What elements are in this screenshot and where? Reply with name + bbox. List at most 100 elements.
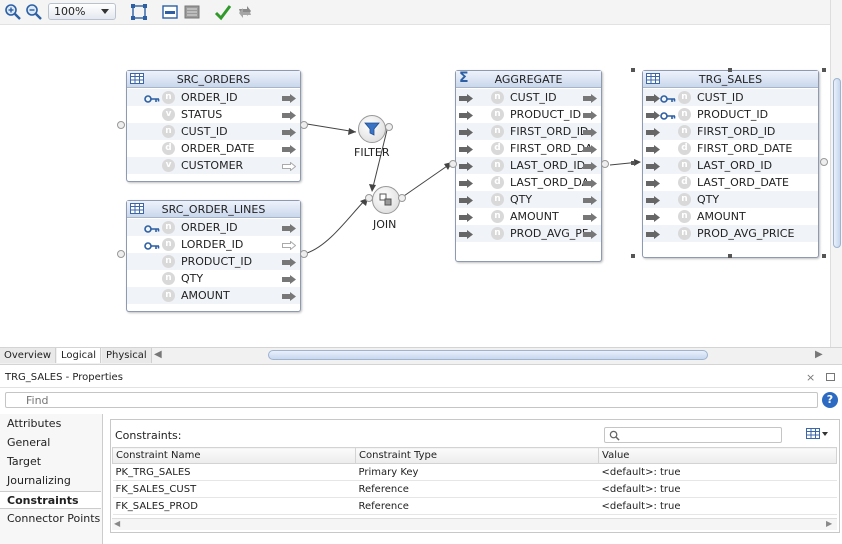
join-port[interactable] (398, 194, 406, 202)
side-tab-connector-points[interactable]: Connector Points (7, 512, 101, 525)
selection-handle[interactable] (822, 68, 826, 72)
side-tab-journalizing[interactable]: Journalizing (7, 474, 71, 487)
column-header-name[interactable]: Constraint Name (112, 447, 356, 464)
join-component[interactable] (372, 186, 400, 214)
canvas-horizontal-scroll-thumb[interactable] (268, 350, 708, 360)
output-arrow-icon (583, 195, 597, 205)
zoom-select[interactable]: 100% (48, 3, 116, 20)
tab-logical[interactable]: Logical (57, 348, 102, 363)
input-arrow-icon (459, 144, 473, 154)
filter-component[interactable] (358, 115, 386, 143)
table-horizontal-scrollbar[interactable]: ◀ ▶ (112, 518, 837, 530)
input-port[interactable] (449, 160, 457, 168)
zoom-in-icon[interactable] (4, 3, 22, 21)
tab-physical[interactable]: Physical (102, 348, 152, 363)
datatype-badge: d (678, 142, 691, 155)
help-icon[interactable]: ? (822, 392, 838, 408)
auto-layout-icon[interactable] (183, 3, 201, 21)
fit-icon[interactable] (130, 3, 148, 21)
canvas-vertical-scrollbar[interactable] (830, 0, 842, 347)
attribute-label: AMOUNT (181, 289, 230, 302)
selection-handle[interactable] (822, 254, 826, 258)
selection-handle[interactable] (631, 68, 635, 72)
output-port[interactable] (820, 158, 828, 166)
output-port[interactable] (300, 121, 308, 129)
key-icon (144, 93, 160, 103)
constraint-value-cell: <default>: true (598, 463, 837, 481)
maximize-icon[interactable] (826, 373, 835, 381)
input-port[interactable] (117, 121, 125, 129)
tab-overview[interactable]: Overview (0, 348, 57, 363)
scroll-left-icon[interactable]: ◀ (154, 349, 162, 360)
join-port[interactable] (365, 194, 373, 202)
refresh-icon[interactable] (236, 3, 254, 21)
zoom-out-icon[interactable] (25, 3, 43, 21)
close-icon[interactable]: × (806, 371, 816, 384)
constraints-search-input[interactable] (604, 427, 782, 443)
validate-check-icon[interactable] (214, 3, 232, 21)
toggle-panel-icon[interactable] (161, 3, 179, 21)
column-header-type[interactable]: Constraint Type (355, 447, 599, 464)
input-arrow-icon (646, 93, 660, 103)
side-tab-attributes[interactable]: Attributes (7, 417, 62, 430)
attribute-label: PRODUCT_ID (181, 255, 253, 268)
scroll-left-icon[interactable]: ◀ (114, 519, 121, 528)
attribute-label: CUST_ID (510, 91, 557, 104)
selection-handle[interactable] (631, 254, 635, 258)
selection-handle[interactable] (631, 161, 635, 165)
side-tab-general[interactable]: General (7, 436, 51, 449)
output-port[interactable] (601, 160, 609, 168)
scroll-right-icon[interactable]: ▶ (826, 519, 833, 528)
find-input[interactable] (5, 392, 818, 408)
input-port[interactable] (117, 250, 125, 258)
selection-handle[interactable] (728, 68, 732, 72)
scroll-thumb[interactable] (833, 78, 841, 248)
constraints-table: Constraint Name Constraint Type Value PK… (112, 447, 837, 515)
scroll-right-icon[interactable]: ▶ (815, 349, 823, 360)
filter-port[interactable] (385, 123, 393, 131)
column-header-value[interactable]: Value (598, 447, 837, 464)
selection-handle[interactable] (728, 254, 732, 258)
side-tab-constraints[interactable]: Constraints (0, 491, 101, 509)
side-tab-target[interactable]: Target (7, 455, 42, 468)
attribute-label: FIRST_ORD_ID (697, 125, 776, 138)
output-port[interactable] (300, 250, 308, 258)
column-chooser-button[interactable] (806, 428, 830, 442)
